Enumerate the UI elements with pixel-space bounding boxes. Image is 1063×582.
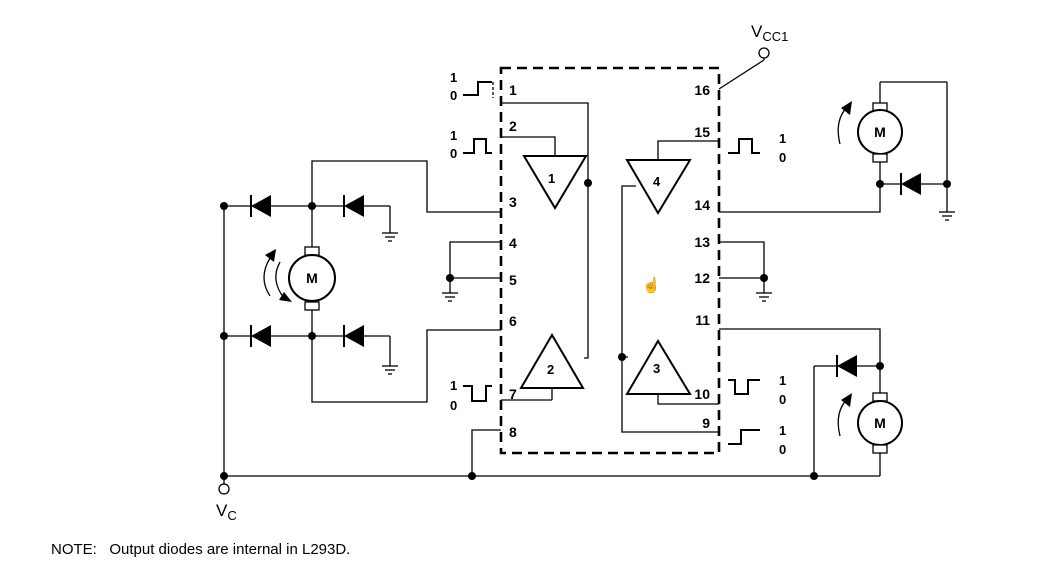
- input-waveform-pin2: 1 0: [450, 128, 492, 161]
- driver-3-label: 3: [653, 361, 660, 376]
- pin-11: 11: [695, 312, 710, 328]
- input-waveform-pin9: 1 0: [728, 423, 786, 457]
- pin-15: 15: [694, 124, 710, 140]
- driver-2-label: 2: [547, 362, 554, 377]
- level-low-1: 0: [450, 88, 457, 103]
- pin-numbers-right: 16 15 14 13 12 11 10 9: [694, 82, 710, 431]
- left-motor-label: M: [306, 270, 318, 286]
- vcc1-terminal: VCC1: [718, 22, 788, 90]
- level-low-2: 0: [450, 146, 457, 161]
- pin-13: 13: [694, 234, 710, 250]
- level-high-9: 1: [779, 423, 786, 438]
- vcc1-label: VCC1: [751, 22, 788, 44]
- input-waveform-pin10: 1 0: [728, 373, 786, 407]
- pin-8: 8: [509, 424, 517, 440]
- pin-3: 3: [509, 194, 517, 210]
- pin-14: 14: [694, 197, 710, 213]
- driver-2: 2: [311, 329, 585, 403]
- pin-5: 5: [509, 272, 517, 288]
- right-ground-pins: [719, 241, 773, 302]
- pin-12: 12: [694, 270, 710, 286]
- input-waveform-pin1: 1 0: [450, 70, 494, 103]
- right-upper-motor-label: M: [874, 124, 886, 140]
- pin-9: 9: [702, 415, 710, 431]
- level-high-7: 1: [450, 378, 457, 393]
- level-high-10: 1: [779, 373, 786, 388]
- level-high-1: 1: [450, 70, 457, 85]
- level-low-7: 0: [450, 398, 457, 413]
- driver-3: 3: [625, 328, 881, 405]
- ic-package-outline: [499, 66, 721, 455]
- pin-6: 6: [509, 313, 517, 329]
- vc-label: VC: [216, 501, 237, 523]
- driver-4: 4: [618, 140, 881, 433]
- left-ground-pins: [441, 241, 501, 302]
- pin-10: 10: [694, 386, 710, 402]
- input-waveform-pin7: 1 0: [450, 378, 492, 413]
- pin-7: 7: [509, 386, 517, 402]
- level-high-15: 1: [779, 131, 786, 146]
- input-waveform-pin15: 1 0: [728, 131, 786, 165]
- note-text: Output diodes are internal in L293D.: [109, 541, 351, 558]
- vc-terminal: VC: [216, 206, 814, 523]
- pin-1: 1: [509, 82, 517, 98]
- level-high-2: 1: [450, 128, 457, 143]
- right-lower-motor-label: M: [874, 415, 886, 431]
- right-upper-motor: M: [837, 81, 956, 221]
- level-low-9: 0: [779, 442, 786, 457]
- pin-4: 4: [509, 235, 517, 251]
- pin-2: 2: [509, 118, 517, 134]
- pin-numbers-left: 1 2 3 4 5 6 7 8: [509, 82, 517, 440]
- pin8-wire: [471, 429, 501, 476]
- level-low-10: 0: [779, 392, 786, 407]
- hand-cursor-icon: ☝: [642, 275, 661, 294]
- footnote: NOTE: Output diodes are internal in L293…: [51, 541, 350, 558]
- driver-1-label: 1: [548, 171, 555, 186]
- right-lower-motor: M: [810, 354, 903, 480]
- note-label: NOTE:: [51, 541, 97, 558]
- left-motor-bridge: M: [220, 194, 399, 375]
- driver-4-label: 4: [653, 174, 661, 189]
- driver-1: 1: [311, 102, 592, 359]
- pin-16: 16: [694, 82, 710, 98]
- level-low-15: 0: [779, 150, 786, 165]
